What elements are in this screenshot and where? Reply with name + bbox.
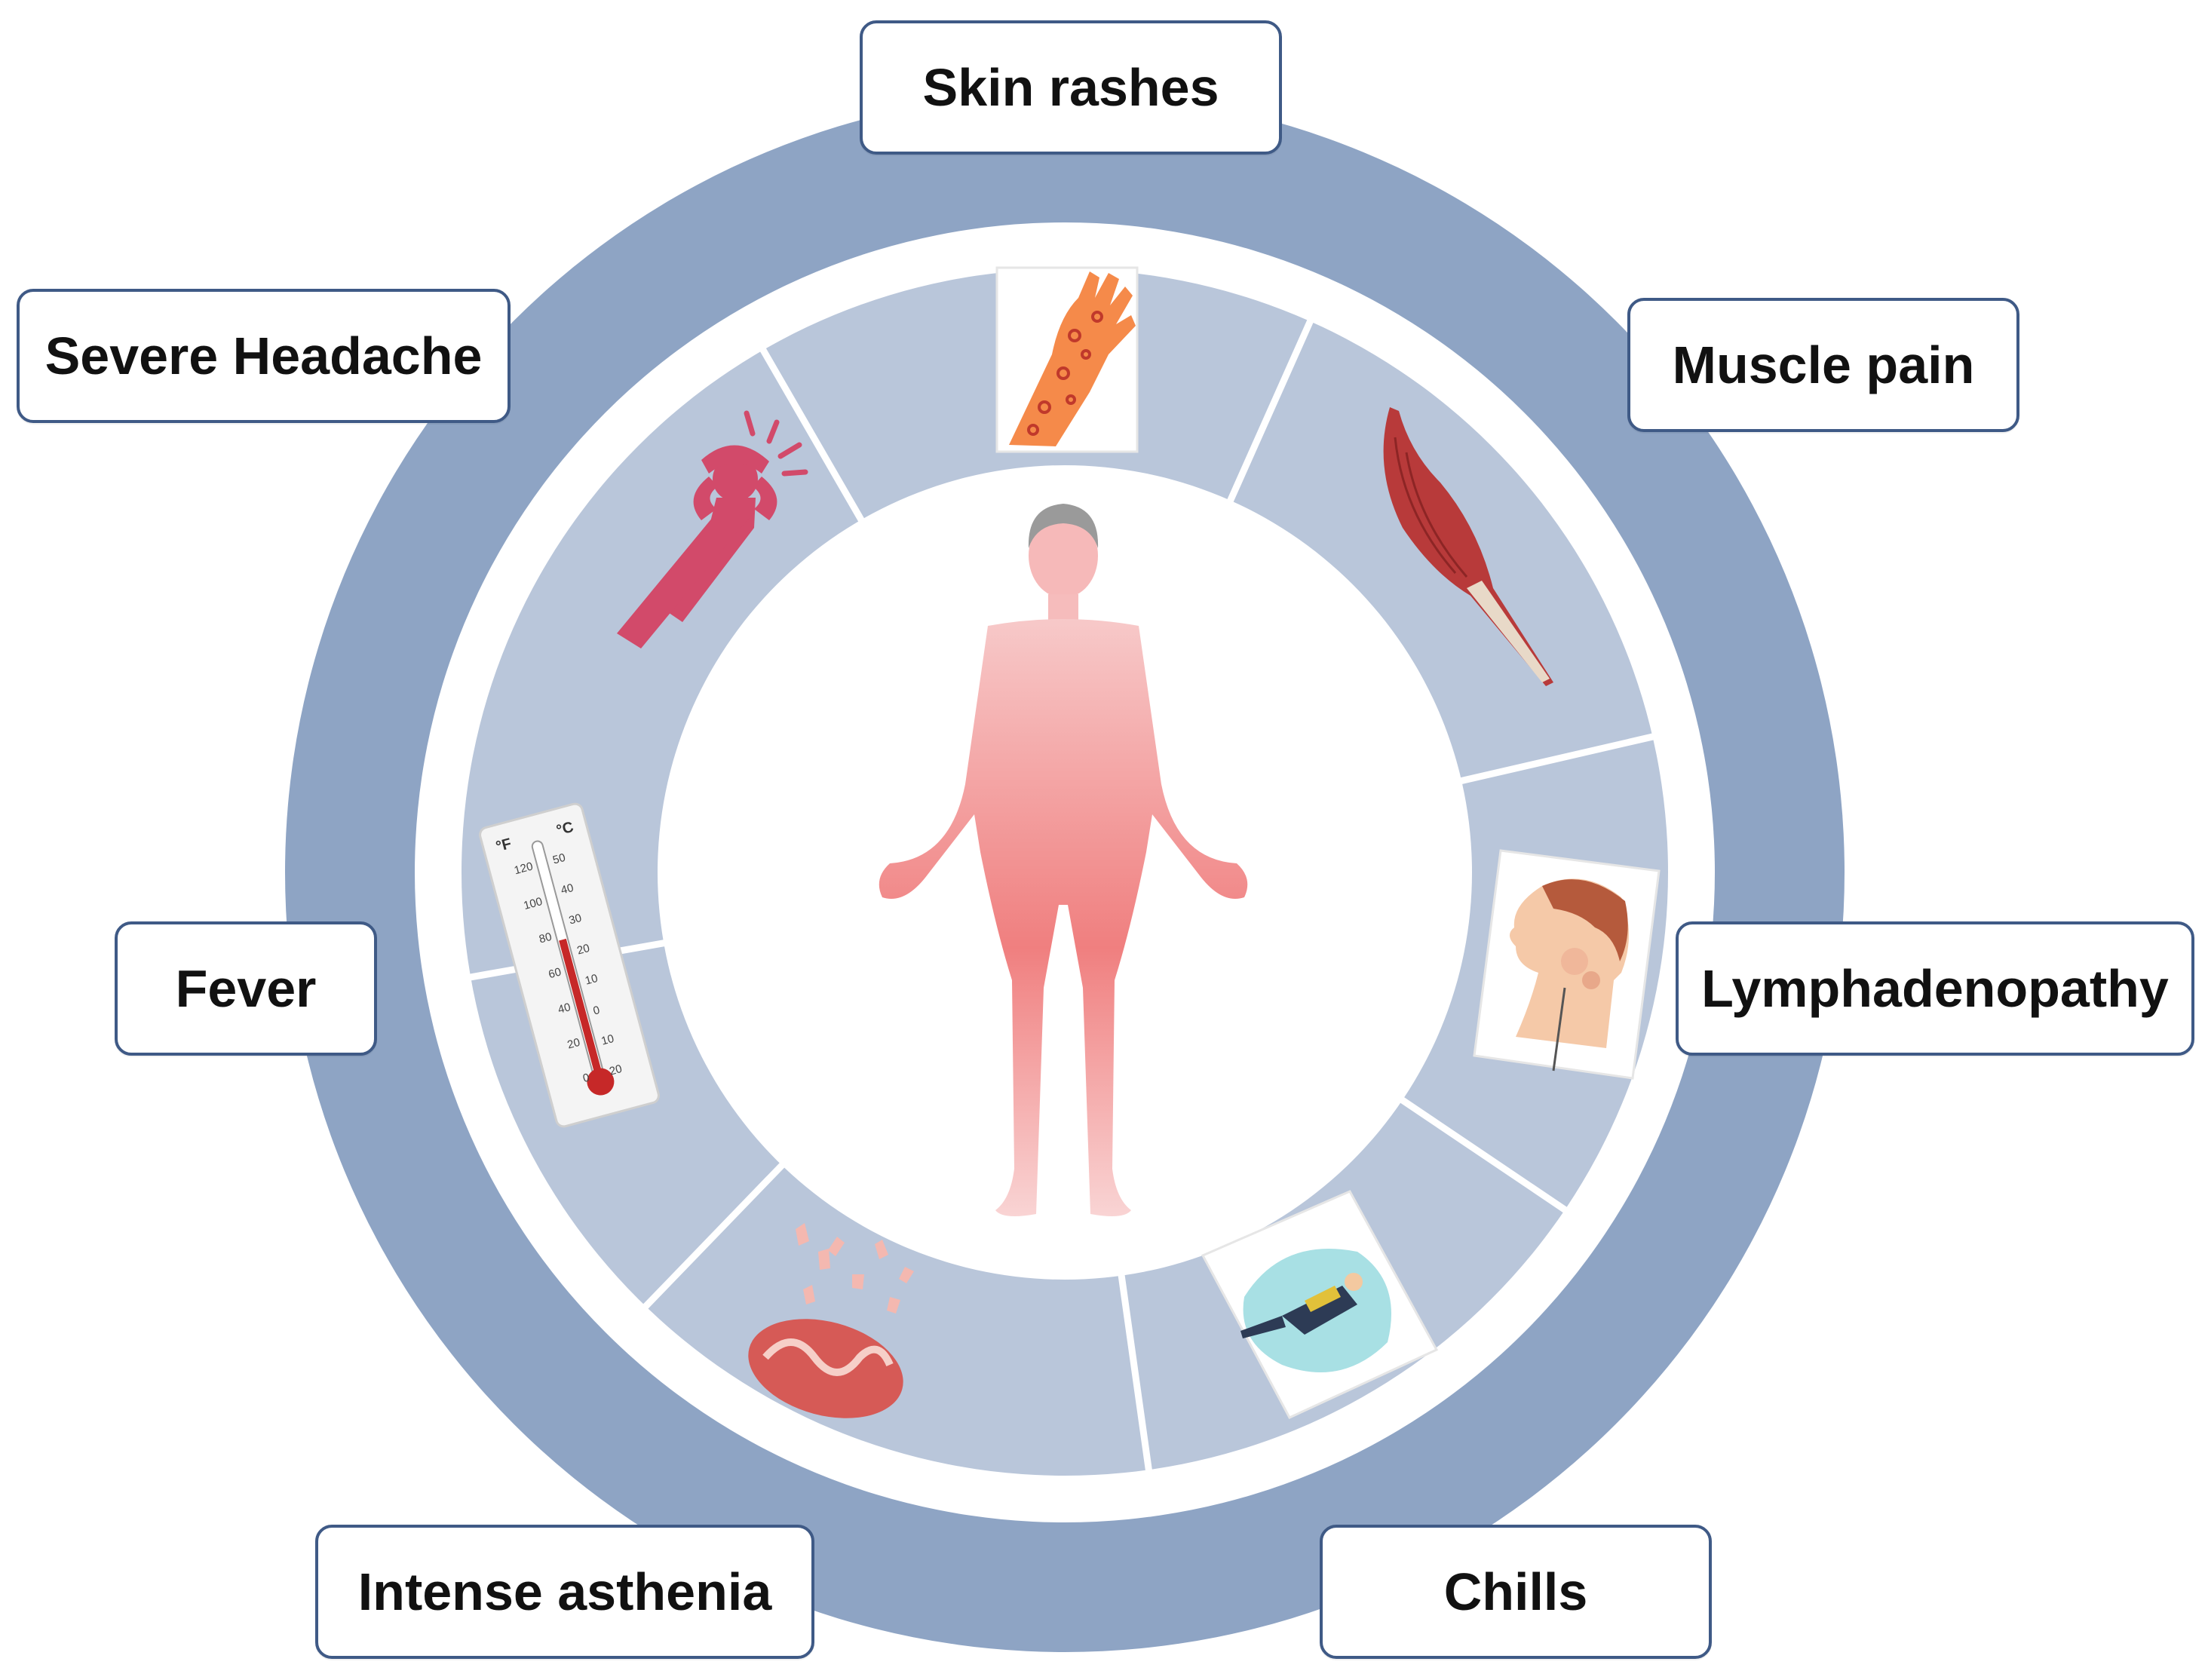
damaged-mitochondrion-icon (748, 1223, 914, 1418)
segment-divider (639, 1160, 787, 1312)
thermometer-tick-label: 120 (513, 860, 535, 877)
thermometer-tick-label: 10 (584, 972, 600, 988)
thermometer-tick-label: 40 (557, 1001, 572, 1016)
swollen-neck-icon (1473, 849, 1661, 1080)
segment-divider (1225, 315, 1315, 505)
label-intense-asthenia: Intense asthenia (315, 1525, 814, 1659)
headache-person-icon (617, 410, 808, 648)
thermometer-tick-label: 20 (575, 942, 591, 958)
thermometer-tick-label: 80 (538, 930, 554, 946)
rash-arm-icon (995, 266, 1139, 453)
label-skin-rashes: Skin rashes (860, 20, 1282, 155)
thermometer-tick-label: 30 (568, 912, 584, 927)
thermometer-tick-label: 40 (560, 881, 575, 897)
label-severe-headache: Severe Headache (17, 289, 511, 423)
human-body-icon (879, 504, 1248, 1217)
thermometer-tick-label: 10 (600, 1032, 616, 1048)
muscle-icon (1383, 407, 1553, 686)
label-muscle-pain: Muscle pain (1627, 298, 2019, 432)
segment-divider (758, 344, 866, 525)
shivering-person-icon (1201, 1190, 1439, 1419)
segment-divider (1397, 1095, 1571, 1216)
thermometer-tick-label: 20 (608, 1062, 624, 1078)
label-fever: Fever (115, 921, 377, 1056)
label-chills: Chills (1320, 1525, 1712, 1659)
thermometer-tick-label: 20 (566, 1036, 582, 1052)
segment-divider (1458, 732, 1658, 785)
label-lymphadenopathy: Lymphadenopathy (1676, 921, 2194, 1056)
thermometer-tick-label: 100 (522, 895, 544, 912)
segment-divider (1118, 1272, 1153, 1475)
thermometer-tick-label: 50 (551, 851, 567, 867)
thermometer-tick-label: 60 (547, 965, 563, 981)
